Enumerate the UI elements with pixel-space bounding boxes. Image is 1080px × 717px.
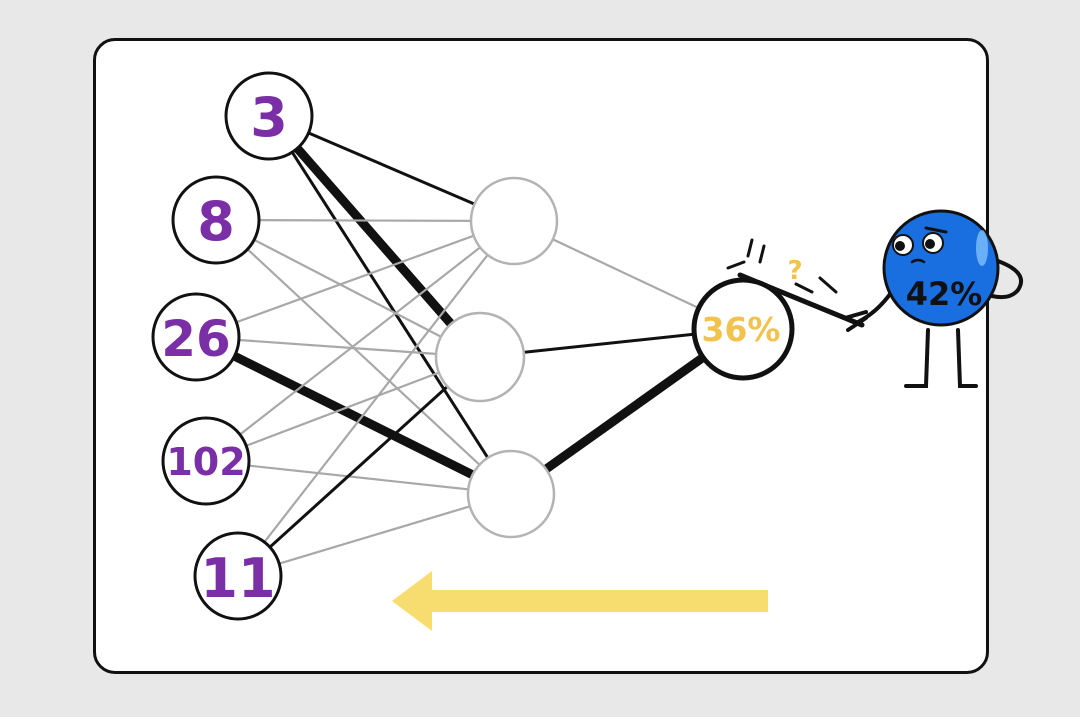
hidden-node-3	[466, 449, 556, 539]
edge-input-5-hidden-3	[236, 492, 513, 578]
character-highlight	[976, 230, 988, 266]
input-node-label: 26	[161, 310, 231, 368]
input-node-label: 8	[197, 190, 235, 253]
edge-input-5-hidden-1	[236, 219, 516, 578]
edge-input-2-hidden-3	[214, 218, 513, 496]
character-legs	[904, 328, 978, 388]
character-label: 42%	[906, 275, 983, 313]
edge-input-4-hidden-3	[204, 459, 513, 496]
input-layer: 3 8 26 102 11	[151, 71, 314, 621]
network-edges	[191, 111, 748, 578]
edge-input-4-hidden-1	[204, 219, 516, 463]
hidden-node-1	[469, 176, 559, 266]
edge-input-3-hidden-3	[191, 332, 516, 499]
edge-input-3-hidden-2	[194, 335, 482, 359]
edge-input-2-hidden-2	[214, 218, 482, 359]
hidden-node-2	[434, 311, 526, 403]
eye-icon	[892, 234, 914, 256]
edge-input-1-hidden-2	[264, 111, 485, 362]
output-node-label: 36%	[702, 310, 781, 349]
input-node-5: 11	[193, 531, 283, 621]
input-node-1: 3	[224, 71, 314, 161]
input-node-label: 11	[200, 547, 275, 610]
edge-input-2-hidden-1	[214, 218, 516, 223]
input-node-label: 3	[250, 86, 288, 149]
input-node-3: 26	[151, 292, 241, 382]
input-node-4: 102	[161, 416, 251, 506]
question-mark: ?	[787, 256, 802, 286]
edge-input-1-hidden-3	[267, 114, 513, 496]
character-mouth	[910, 258, 926, 264]
edge-input-3-hidden-1	[194, 219, 516, 339]
hidden-layer	[434, 176, 559, 539]
edge-input-4-hidden-2	[204, 355, 482, 463]
character-right-arm	[990, 258, 1024, 300]
eye-icon	[922, 232, 944, 254]
output-node: 36%	[691, 277, 795, 381]
edge-input-5-hidden-2	[236, 355, 482, 578]
left-arrow-icon	[392, 571, 768, 631]
input-node-2: 8	[171, 175, 261, 265]
impact-marks	[726, 238, 838, 294]
input-node-label: 102	[166, 440, 245, 484]
character-brow	[924, 226, 948, 234]
character: 42%	[882, 209, 1024, 388]
